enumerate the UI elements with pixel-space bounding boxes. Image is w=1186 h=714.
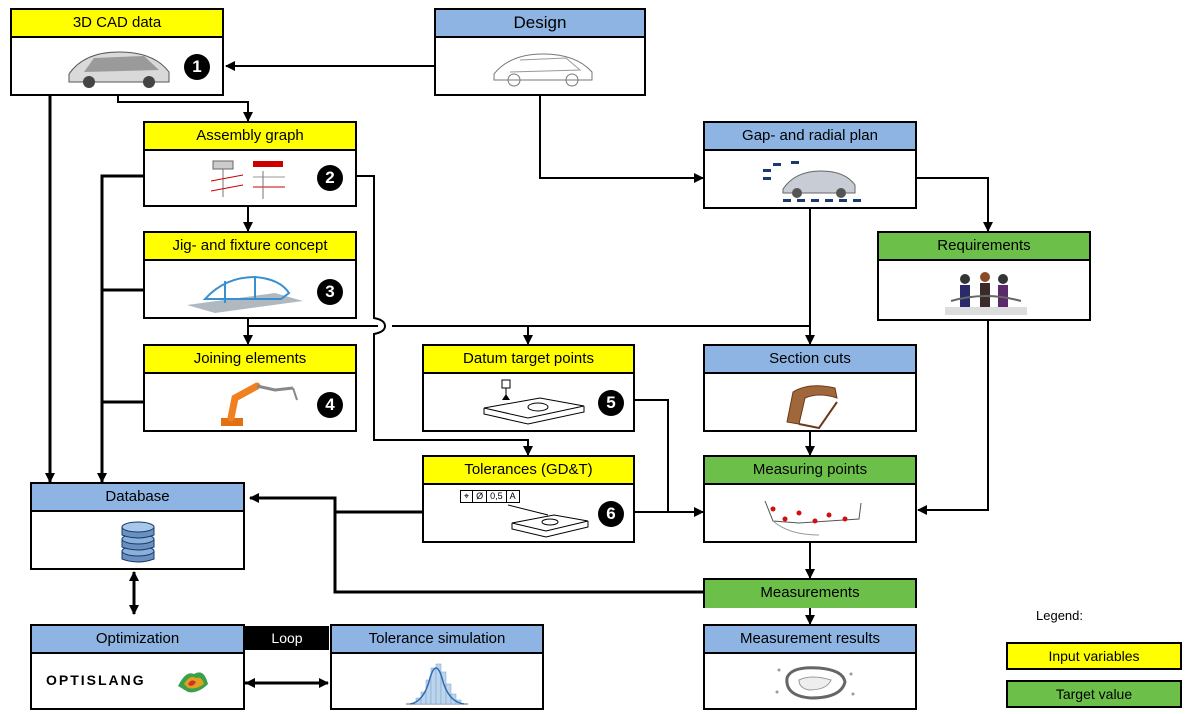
database-icon (121, 521, 155, 563)
jig-fixture-box[interactable]: Jig- and fixture concept 3 (143, 231, 357, 319)
tolerances-box[interactable]: Tolerances (GD&T) ⌖ Ø 0,5 A 6 (422, 455, 635, 543)
optislang-logo-icon (178, 672, 208, 693)
gdt-cell: ⌖ (460, 490, 474, 503)
legend-target-value: Target value (1006, 680, 1182, 708)
design-title: Design (436, 10, 644, 38)
section-cuts-box[interactable]: Section cuts (703, 344, 917, 432)
tolerance-plate-image (508, 504, 589, 538)
datum-target-title: Datum target points (424, 346, 633, 374)
optimization-box[interactable]: Optimization OPTISLANG (30, 624, 245, 710)
tolerance-simulation-title: Tolerance simulation (332, 626, 542, 654)
car-sketch-image (493, 53, 593, 87)
legend-input-variables: Input variables (1006, 642, 1182, 670)
measurements-box[interactable]: Measurements (703, 578, 917, 608)
database-title: Database (32, 484, 243, 512)
fixture-image (187, 275, 303, 313)
step-number-6: 6 (598, 501, 624, 527)
measuring-points-box[interactable]: Measuring points (703, 455, 917, 543)
measurements-title: Measurements (705, 580, 915, 608)
tolerances-title: Tolerances (GD&T) (424, 457, 633, 485)
section-cuts-title: Section cuts (705, 346, 915, 374)
robot-arm-image (221, 382, 298, 426)
gap-radial-plan-box[interactable]: Gap- and radial plan (703, 121, 917, 209)
tolerance-simulation-box[interactable]: Tolerance simulation (330, 624, 544, 710)
gap-radial-plan-title: Gap- and radial plan (705, 123, 915, 151)
people-image (945, 272, 1027, 315)
legend-title: Legend: (1036, 608, 1083, 623)
histogram-image (406, 663, 468, 705)
datum-target-box[interactable]: Datum target points 5 (422, 344, 635, 432)
cad-data-box[interactable]: 3D CAD data 1 (10, 8, 224, 96)
gap-plan-image (763, 161, 861, 202)
car-cad-image (68, 51, 170, 88)
measuring-points-title: Measuring points (705, 457, 915, 485)
gdt-frame: ⌖ Ø 0,5 A (460, 490, 520, 503)
requirements-box[interactable]: Requirements (877, 231, 1091, 321)
assembly-graph-box[interactable]: Assembly graph 2 (143, 121, 357, 207)
step-number-3: 3 (317, 279, 343, 305)
measurement-results-title: Measurement results (705, 626, 915, 654)
joining-elements-title: Joining elements (145, 346, 355, 374)
requirements-title: Requirements (879, 233, 1089, 261)
database-box[interactable]: Database (30, 482, 245, 570)
section-cut-image (786, 385, 838, 430)
jig-fixture-title: Jig- and fixture concept (145, 233, 355, 261)
loop-label: Loop (245, 626, 329, 650)
optimization-title: Optimization (32, 626, 243, 654)
datum-plate-image (483, 379, 585, 425)
design-box[interactable]: Design (434, 8, 646, 96)
gdt-cell: 0,5 (487, 490, 507, 503)
cad-data-title: 3D CAD data (12, 10, 222, 38)
measurement-results-box[interactable]: Measurement results (703, 624, 917, 710)
assembly-graph-image (210, 160, 285, 199)
step-number-5: 5 (598, 390, 624, 416)
step-number-1: 1 (184, 54, 210, 80)
measuring-points-image (764, 500, 862, 536)
gdt-cell: A (506, 490, 520, 503)
step-number-2: 2 (317, 165, 343, 191)
gdt-cell: Ø (473, 490, 488, 503)
joining-elements-box[interactable]: Joining elements 4 (143, 344, 357, 432)
assembly-graph-title: Assembly graph (145, 123, 355, 151)
step-number-4: 4 (317, 392, 343, 418)
measurement-results-image (775, 666, 855, 700)
optislang-logo-text: OPTISLANG (46, 672, 146, 688)
